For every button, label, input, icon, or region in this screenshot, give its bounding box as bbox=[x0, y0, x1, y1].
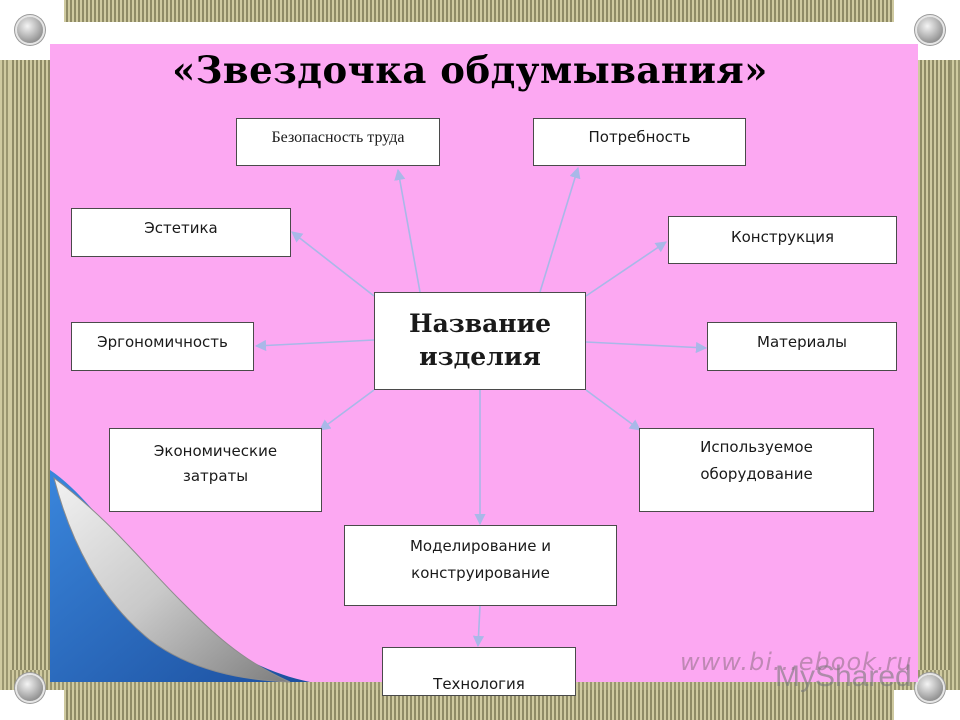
arrow-technology bbox=[472, 605, 485, 648]
bolt-icon bbox=[917, 675, 943, 701]
node-center-line2: изделия bbox=[419, 342, 541, 371]
node-costs: Экономические затраты bbox=[109, 428, 322, 512]
node-costs-line2: затраты bbox=[182, 467, 249, 485]
node-equipment: Используемое оборудование bbox=[639, 428, 874, 512]
node-technology-label: Технология bbox=[433, 675, 525, 693]
node-need-label: Потребность bbox=[588, 128, 691, 146]
arrow-aesthetics bbox=[291, 231, 375, 297]
arrow-need bbox=[539, 166, 581, 293]
node-ergonomics-label: Эргономичность bbox=[97, 333, 228, 351]
node-safety-label: Безопасность труда bbox=[271, 129, 405, 146]
frame-stripe-top bbox=[64, 0, 894, 22]
arrow-ergonomics bbox=[254, 339, 375, 352]
page-curl-decoration bbox=[50, 470, 310, 683]
bolt-icon bbox=[17, 675, 43, 701]
node-costs-line1: Экономические bbox=[153, 442, 278, 460]
slide-title: «Звездочка обдумывания» bbox=[172, 48, 768, 92]
node-center: Название изделия bbox=[374, 292, 586, 390]
node-modeling: Моделирование и конструирование bbox=[344, 525, 617, 606]
node-materials-label: Материалы bbox=[757, 333, 847, 351]
arrow-safety bbox=[394, 168, 421, 293]
arrow-materials bbox=[585, 341, 708, 354]
frame-stripe-left bbox=[10, 60, 50, 670]
node-equipment-line1: Используемое bbox=[700, 438, 813, 456]
arrow-costs bbox=[319, 389, 375, 431]
bolt-icon bbox=[17, 17, 43, 43]
node-modeling-line2: конструирование bbox=[411, 564, 550, 582]
node-modeling-line1: Моделирование и bbox=[409, 537, 552, 555]
node-materials: Материалы bbox=[707, 322, 897, 371]
node-ergonomics: Эргономичность bbox=[71, 322, 254, 371]
node-center-line1: Название bbox=[408, 309, 552, 338]
node-need: Потребность bbox=[533, 118, 746, 166]
arrow-construction bbox=[585, 241, 667, 297]
watermark-brand: MyShared bbox=[775, 660, 912, 693]
node-equipment-line2: оборудование bbox=[700, 465, 813, 483]
arrow-equipment bbox=[585, 389, 641, 431]
node-aesthetics: Эстетика bbox=[71, 208, 291, 257]
node-construction-label: Конструкция bbox=[730, 228, 835, 246]
bolt-icon bbox=[917, 17, 943, 43]
watermark-site: www.bi...ebook.ru bbox=[680, 648, 913, 676]
node-aesthetics-label: Эстетика bbox=[144, 219, 218, 237]
node-construction: Конструкция bbox=[668, 216, 897, 264]
node-safety: Безопасность труда bbox=[236, 118, 440, 166]
node-technology: Технология bbox=[382, 647, 576, 696]
